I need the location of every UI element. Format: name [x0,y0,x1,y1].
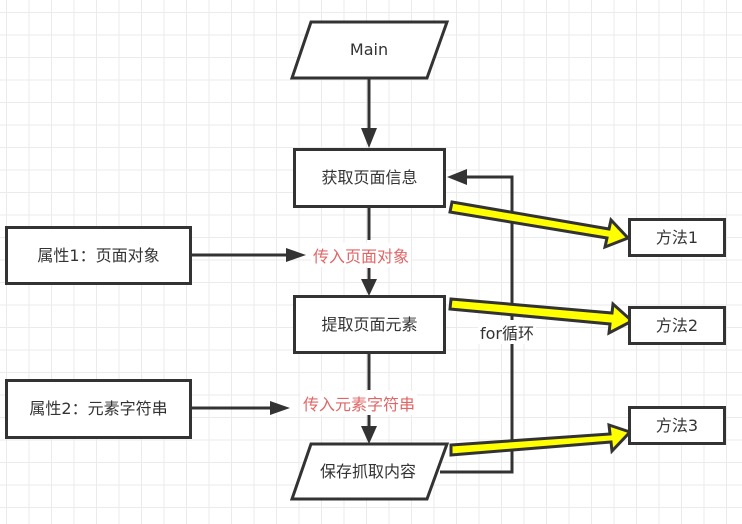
attr1-label: 属性1：页面对象 [37,245,160,265]
edge-label-pass-element-string: 传入元素字符串 [301,391,418,415]
extract-elements-label: 提取页面元素 [321,314,418,334]
arrowhead-icon [361,128,377,148]
method2-label: 方法2 [655,315,699,335]
main-node[interactable]: Main [311,22,427,78]
attr1-node[interactable]: 属性1：页面对象 [5,226,192,285]
attr2-label: 属性2：元素字符串 [29,399,168,418]
save-content-node-shape[interactable] [289,442,450,501]
method2-node[interactable]: 方法2 [628,306,726,345]
attr2-node[interactable]: 属性2：元素字符串 [5,379,192,439]
extract-elements-node[interactable]: 提取页面元素 [293,295,446,354]
method1-label: 方法1 [655,227,699,247]
main-node-shape[interactable] [289,20,450,80]
highlight-arrow-to-method3 [449,422,633,457]
save-content-label: 保存抓取内容 [319,462,416,481]
arrowhead-icon [361,279,377,296]
arrowhead-icon [270,401,290,415]
arrowhead-icon [361,426,377,444]
save-content-node[interactable]: 保存抓取内容 [312,446,424,498]
edge-label-pass-page-object: 传入页面对象 [311,243,412,267]
get-page-info-node[interactable]: 获取页面信息 [293,148,446,208]
arrowhead-icon [447,169,467,185]
arrowhead-icon [286,248,306,262]
get-page-info-label: 获取页面信息 [321,168,418,187]
highlight-arrow-to-method2 [448,297,635,336]
method1-node[interactable]: 方法1 [628,218,726,257]
method3-label: 方法3 [655,415,699,435]
method3-node[interactable]: 方法3 [628,406,726,445]
main-node-label: Main [349,40,389,59]
highlight-arrow-to-method1 [448,200,631,250]
edge-label-for-loop: for循环 [478,320,537,344]
